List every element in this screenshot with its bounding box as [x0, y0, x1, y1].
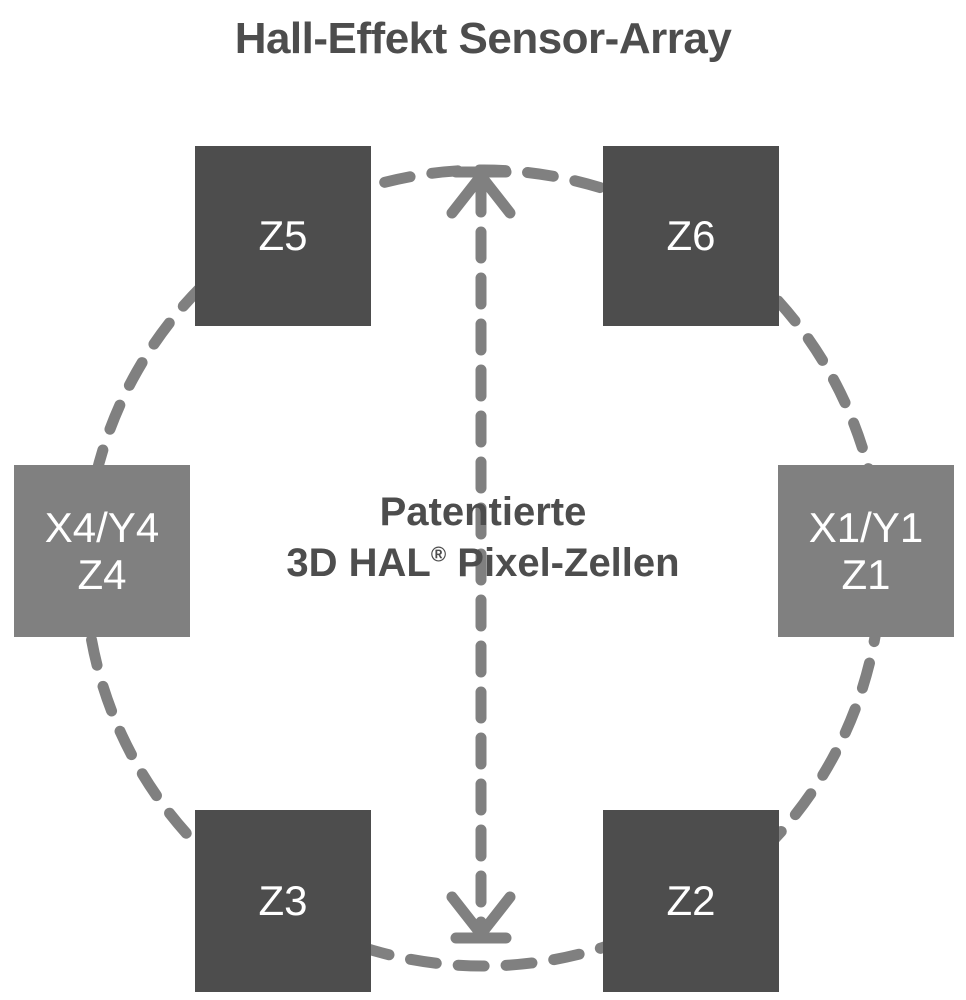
sensor-cell-x4-y4-z4[interactable]: X4/Y4 Z4	[14, 465, 190, 637]
axis-arrow-head-up	[446, 166, 516, 219]
sensor-cell-z2[interactable]: Z2	[603, 810, 779, 992]
center-caption-line-1: Patentierte	[379, 490, 587, 534]
center-caption: Patentierte 3D HAL® Pixel-Zellen	[213, 487, 753, 589]
page-title: Hall-Effekt Sensor-Array	[234, 14, 732, 63]
center-caption-line-2-post: Pixel-Zellen	[446, 541, 680, 586]
sensor-cell-z3[interactable]: Z3	[195, 810, 371, 992]
sensor-cell-z6[interactable]: Z6	[603, 146, 779, 326]
sensor-cell-z5[interactable]: Z5	[195, 146, 371, 326]
sensor-cell-x1-y1-z1-label-line2: Z1	[841, 551, 891, 598]
sensor-cell-z2-label: Z2	[666, 877, 716, 925]
center-caption-line-2-pre: 3D HAL	[286, 541, 431, 586]
sensor-cell-z6-label: Z6	[666, 212, 716, 260]
sensor-cell-z5-label: Z5	[258, 212, 308, 260]
center-caption-line-2: 3D HAL® Pixel-Zellen	[213, 538, 753, 589]
sensor-cell-x4-y4-z4-label-line2: Z4	[77, 551, 127, 598]
sensor-cell-z3-label: Z3	[258, 877, 308, 925]
sensor-cell-x1-y1-z1-label-line1: X1/Y1	[808, 503, 924, 551]
axis-arrow-head-down	[446, 891, 516, 944]
sensor-cell-x1-y1-z1[interactable]: X1/Y1 Z1	[778, 465, 954, 637]
registered-trademark-icon: ®	[430, 543, 447, 567]
sensor-cell-x4-y4-z4-label-line1: X4/Y4	[44, 503, 160, 551]
